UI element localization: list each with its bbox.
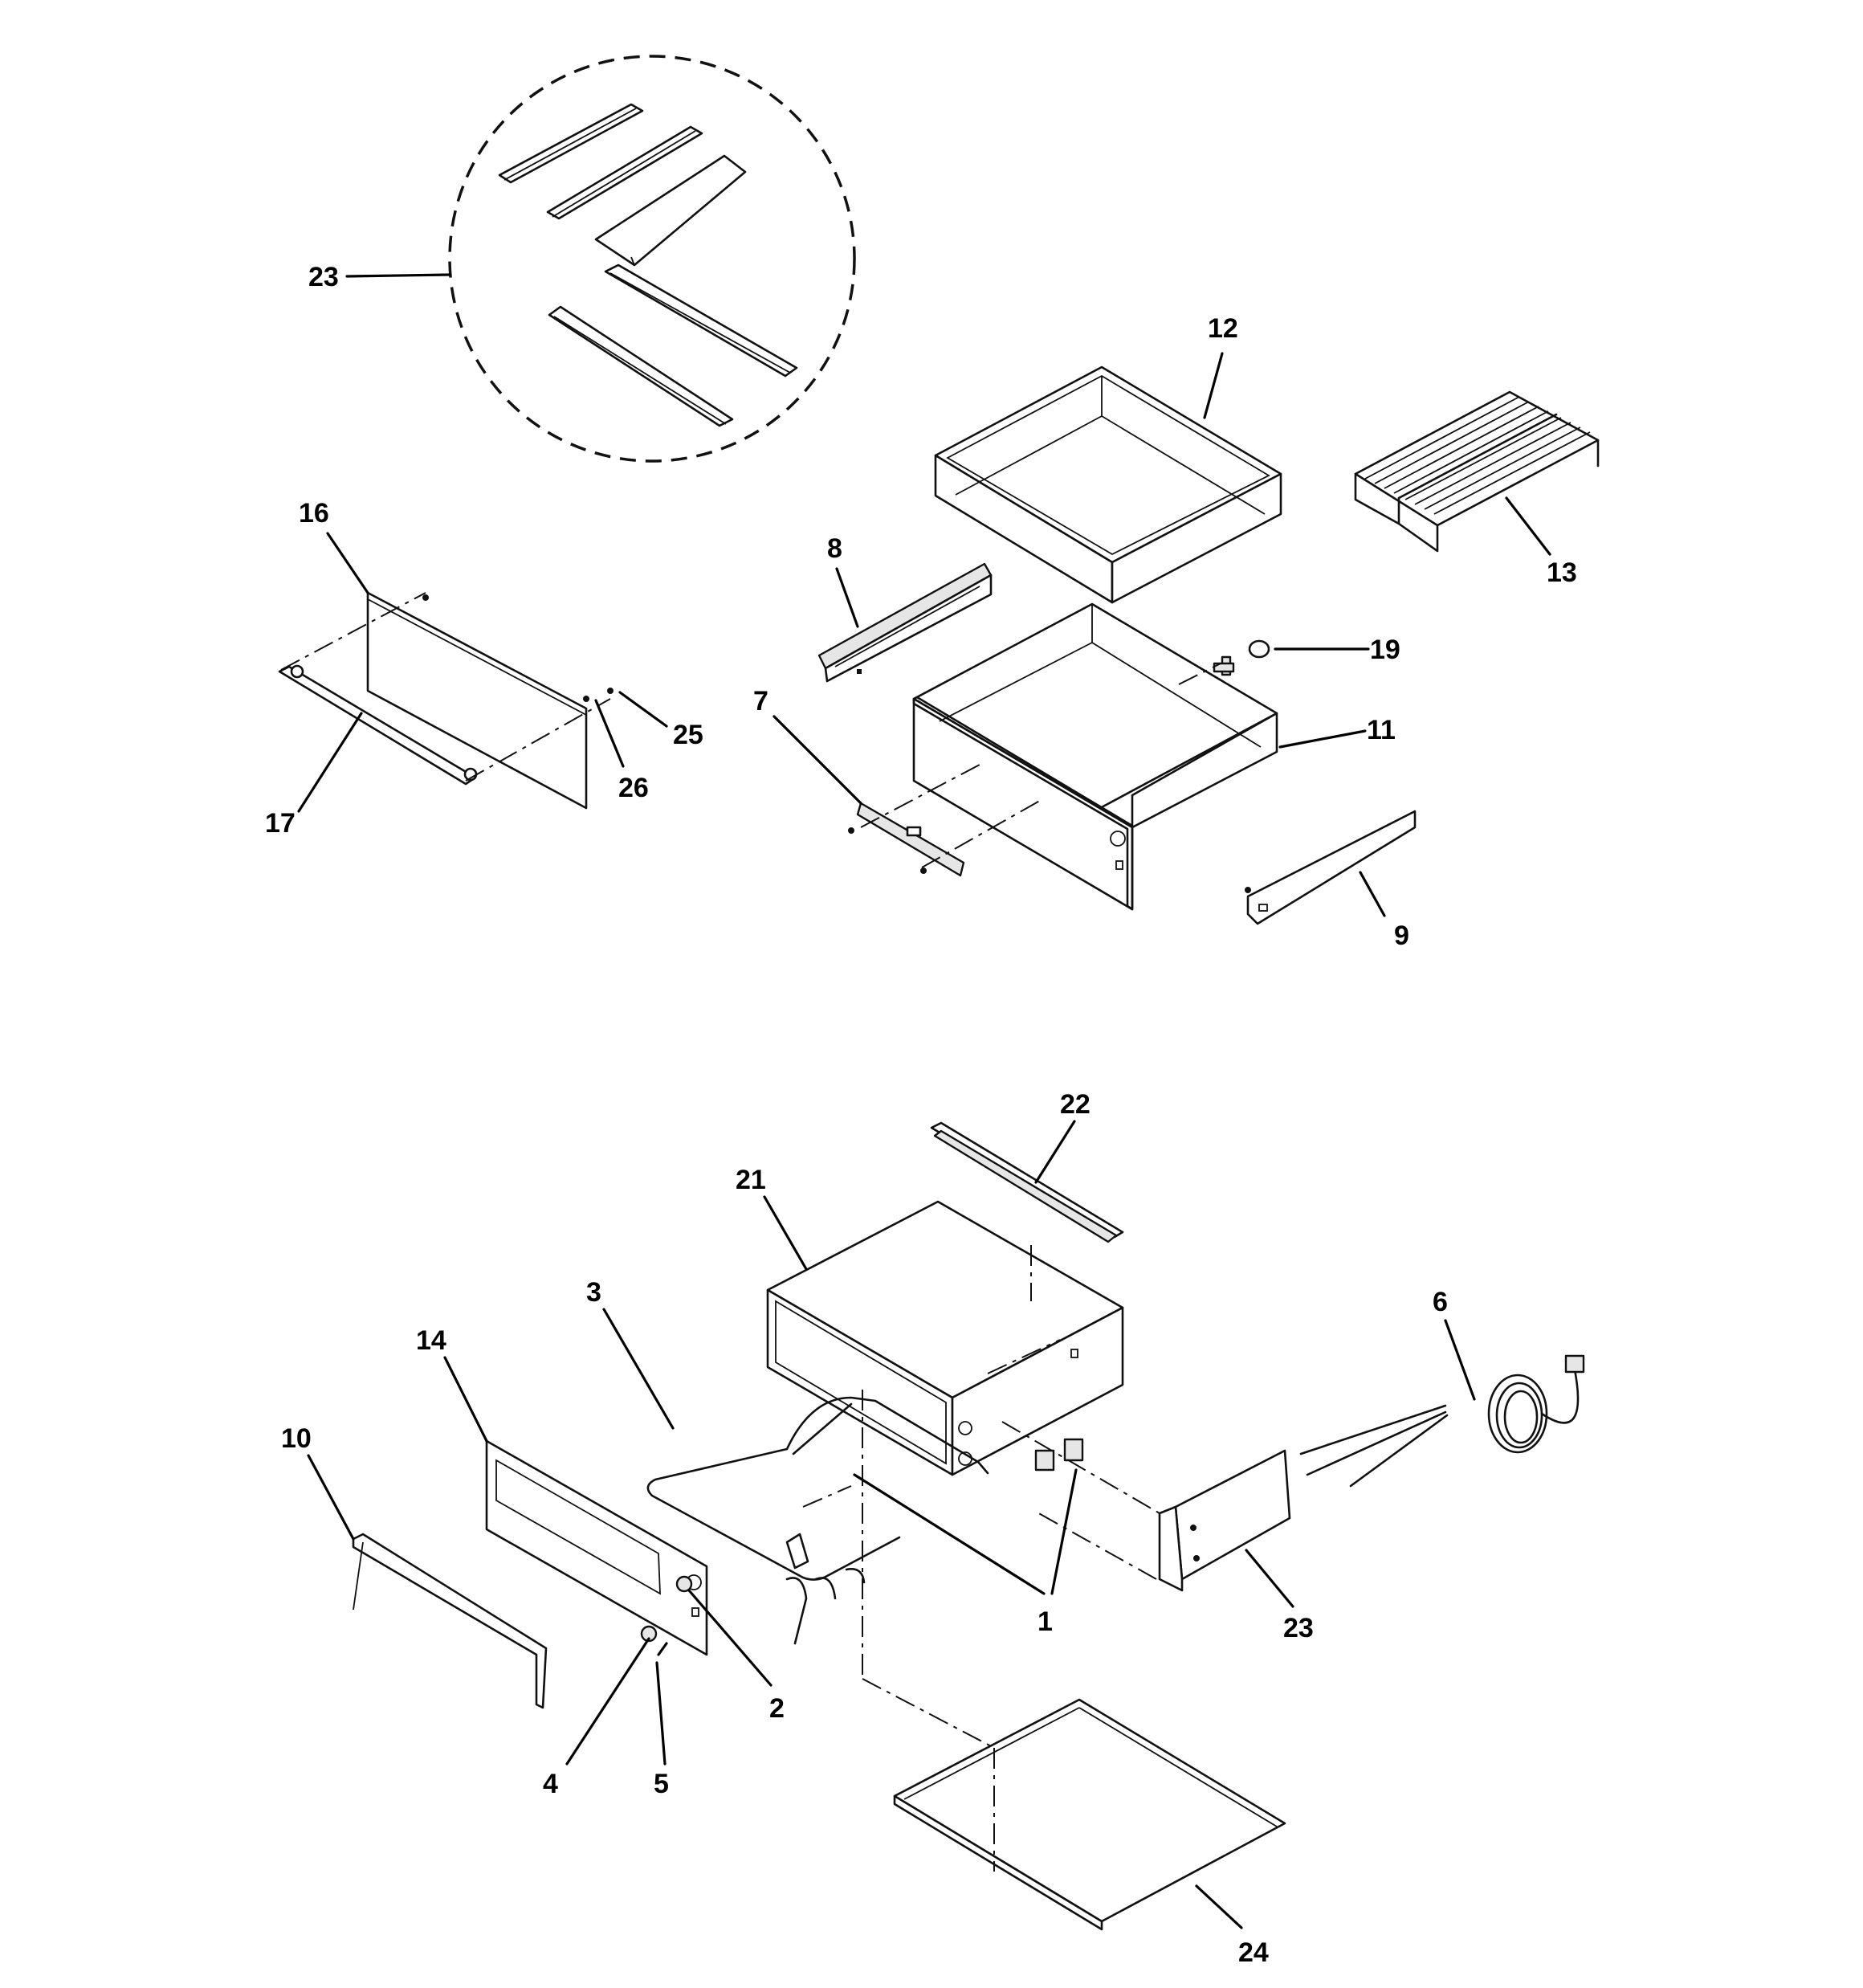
callout-9: 9	[1394, 921, 1409, 951]
part-13-wire-rack	[1354, 390, 1600, 553]
leader-12	[1203, 352, 1224, 419]
part-7-bracket	[848, 802, 965, 877]
leader-10	[307, 1454, 355, 1541]
leader-25	[618, 691, 668, 728]
part-24-bottom-tray	[893, 1698, 1286, 1931]
callout-17: 17	[265, 808, 296, 839]
part-20-rail-kit	[448, 55, 856, 463]
part-10-front-trim	[352, 1533, 548, 1709]
part-16-door-panel	[366, 591, 614, 810]
part-20-rail-c	[604, 263, 798, 378]
part-14-control-panel	[485, 1439, 708, 1656]
leader-11	[1278, 729, 1367, 749]
part-4-grommet	[640, 1625, 658, 1643]
leader-2	[687, 1589, 773, 1687]
callout-3: 3	[586, 1277, 601, 1308]
part-17-handle	[278, 664, 478, 786]
leader-1a	[853, 1473, 1046, 1595]
callout-labels: 23 12 13 16 17 8 19 11 7 25 26 9 22 21 3…	[265, 262, 1577, 1968]
wire-clips	[785, 1568, 866, 1645]
leader-1b	[1050, 1468, 1078, 1595]
leader-4	[565, 1637, 650, 1766]
leader-5	[655, 1661, 667, 1766]
part-21-cabinet	[766, 1200, 1124, 1476]
part-20-rail-d	[548, 305, 734, 427]
leader-24	[1195, 1884, 1243, 1929]
leader-21	[763, 1195, 808, 1271]
leader-17	[297, 712, 363, 813]
callout-5: 5	[654, 1769, 669, 1799]
callout-2: 2	[769, 1693, 785, 1724]
leader-22	[1034, 1120, 1076, 1184]
part-12-pan	[934, 365, 1282, 604]
callout-23: 23	[1283, 1613, 1314, 1643]
exploded-view-lines	[280, 592, 1221, 1872]
part-6-power-cord	[1299, 1354, 1585, 1488]
leader-8	[835, 567, 859, 628]
callout-22: 22	[1060, 1089, 1090, 1120]
part-20-dashed-circle	[448, 55, 856, 463]
callout-8: 8	[827, 533, 842, 564]
callout-12: 12	[1208, 313, 1238, 344]
leader-20	[345, 273, 451, 278]
part-19-grommet	[1248, 639, 1270, 659]
leader-13	[1505, 496, 1551, 556]
part-13-rack-wires	[1364, 396, 1591, 515]
leader-14	[443, 1356, 488, 1443]
part-1-terminal-block	[1034, 1438, 1084, 1472]
leader-9	[1359, 871, 1386, 917]
callout-16: 16	[299, 498, 329, 529]
part-22-top-rail	[930, 1121, 1124, 1243]
leader-3	[602, 1308, 675, 1430]
callout-24: 24	[1238, 1937, 1269, 1968]
callout-7: 7	[753, 686, 768, 716]
callout-14: 14	[416, 1325, 446, 1356]
callout-13: 13	[1547, 557, 1577, 588]
part-2-knob	[675, 1575, 693, 1593]
part-20-plate	[594, 154, 747, 267]
callout-26: 26	[618, 773, 649, 803]
leader-26	[594, 699, 625, 768]
leader-16	[326, 532, 369, 594]
callout-20: 23	[308, 262, 339, 292]
callout-4: 4	[543, 1769, 558, 1799]
callout-21: 21	[736, 1165, 766, 1195]
part-19-bracket	[1213, 639, 1270, 676]
part-8-drawer-slide	[817, 562, 993, 683]
part-11-hole	[1110, 831, 1126, 847]
part-5-screw	[657, 1642, 668, 1656]
callout-1: 1	[1037, 1606, 1053, 1637]
callout-6: 6	[1433, 1287, 1448, 1317]
part-20-rail-a	[498, 103, 644, 184]
leader-23	[1245, 1549, 1294, 1608]
part-9-slide-rail	[1245, 810, 1417, 925]
callout-25: 25	[673, 720, 703, 750]
leader-lines	[297, 273, 1551, 1929]
leader-6	[1444, 1319, 1476, 1401]
part-23-junction-box	[1158, 1449, 1291, 1592]
callout-11: 11	[1367, 715, 1396, 745]
callout-19: 19	[1370, 635, 1400, 665]
part-11-drawer-body	[912, 602, 1278, 911]
part-20-rail-b	[546, 125, 703, 220]
leader-7	[773, 715, 862, 805]
callout-10: 10	[281, 1423, 312, 1454]
